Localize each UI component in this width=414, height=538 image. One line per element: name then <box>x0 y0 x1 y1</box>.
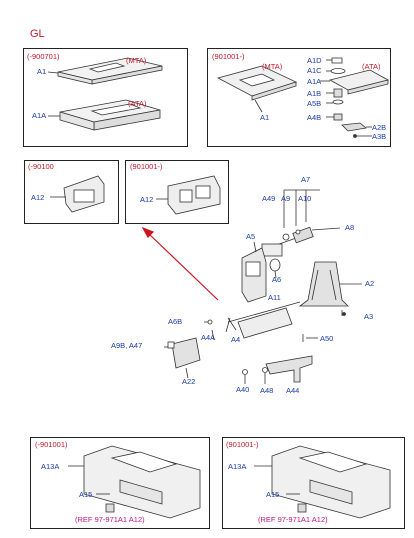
panel-mid-right-header: (901001-) <box>130 162 163 171</box>
label-a1c: A1C <box>307 66 322 75</box>
shift-lever-drawing <box>261 189 341 257</box>
label-a5b: A5B <box>307 99 322 108</box>
bracket-left-drawing <box>50 175 105 213</box>
label-a48: A48 <box>260 386 274 395</box>
bracket-a44-drawing <box>265 334 318 383</box>
label-a15-right: A15 <box>266 490 280 499</box>
label-a50: A50 <box>320 334 334 343</box>
cover-mta-right-drawing <box>216 65 298 113</box>
shift-boot-drawing <box>298 261 362 316</box>
label-a12-right: A12 <box>140 195 154 204</box>
panel-mid-left-header: (-90100 <box>28 162 54 171</box>
label-a4: A4 <box>231 335 241 344</box>
console-right-drawing <box>254 445 391 519</box>
label-a49: A49 <box>262 194 276 203</box>
label-a11: A11 <box>268 293 281 302</box>
panel-top-right-header: (901001-) <box>212 52 245 61</box>
console-left-drawing <box>68 445 201 519</box>
bracket-right-drawing <box>156 175 221 215</box>
pointer-arrow <box>141 226 219 301</box>
label-a1: A1 <box>37 67 47 76</box>
label-a5: A5 <box>246 232 256 241</box>
ref-note-left: (REF 97-971A1 A12) <box>75 515 145 524</box>
label-a6b: A6B <box>168 317 183 326</box>
label-a1a: A1A <box>32 111 47 120</box>
label-a9: A9 <box>281 194 291 203</box>
label-a1a-right: A1A <box>307 77 322 86</box>
panel-top-left-header: (-900701) <box>27 52 60 61</box>
tag-mta-right: (MTA) <box>262 62 283 71</box>
shift-plate-drawing <box>204 301 301 341</box>
label-a2b: A2B <box>372 123 387 132</box>
ref-note-right: (REF 97-971A1 A12) <box>258 515 328 524</box>
label-a1b: A1B <box>307 89 322 98</box>
label-a3: A3 <box>364 312 374 321</box>
tag-ata-right: (ATA) <box>362 62 381 71</box>
tag-mta: (MTA) <box>126 56 147 65</box>
cover-ata-drawing <box>48 99 161 131</box>
label-a1d: A1D <box>307 56 322 65</box>
panel-top-right <box>207 48 391 147</box>
label-a9b-a47: A9B, A47 <box>111 341 143 350</box>
label-a13a-right: A13A <box>228 462 247 471</box>
shift-housing-drawing <box>241 241 281 303</box>
tag-ata: (ATA) <box>128 99 147 108</box>
cover-ata-right-drawing <box>320 69 390 95</box>
label-a13a-left: A13A <box>41 462 60 471</box>
small-parts-drawing <box>326 57 372 138</box>
label-a4b: A4B <box>307 113 322 122</box>
label-a12-left: A12 <box>31 193 45 202</box>
label-a22: A22 <box>182 377 196 386</box>
panel-bottom-left-header: (-901001) <box>35 440 68 449</box>
label-a15-left: A15 <box>79 490 93 499</box>
label-a7: A7 <box>301 175 311 184</box>
label-a10: A10 <box>298 194 312 203</box>
panel-top-left <box>23 48 188 147</box>
label-a1-right: A1 <box>260 113 270 122</box>
label-a4a: A4A <box>201 333 216 342</box>
cover-mta-drawing <box>47 57 163 85</box>
label-a44: A44 <box>286 386 300 395</box>
label-a3b: A3B <box>372 132 387 141</box>
bolts-drawing <box>242 367 268 384</box>
label-a40: A40 <box>236 385 250 394</box>
label-a6: A6 <box>272 275 282 284</box>
bracket-a22-drawing <box>164 337 201 379</box>
label-a8: A8 <box>345 223 355 232</box>
panel-bottom-right-header: (901001-) <box>226 440 259 449</box>
label-a2: A2 <box>365 279 375 288</box>
page-title: GL <box>30 28 45 40</box>
